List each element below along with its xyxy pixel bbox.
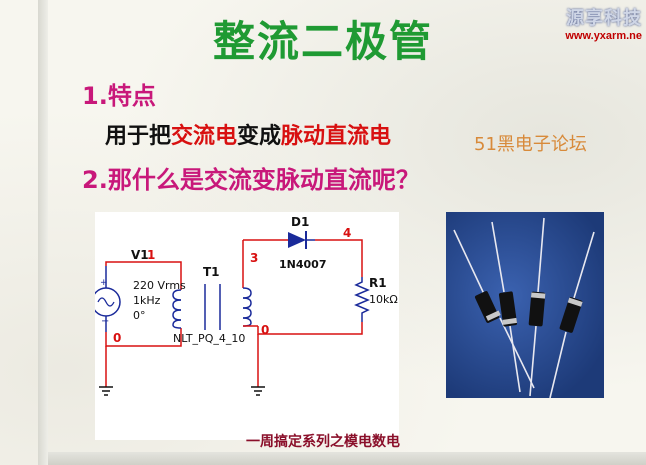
- resistor-value: 10kΩ: [369, 293, 398, 306]
- source-voltage: 220 Vrms: [133, 279, 186, 292]
- transformer-label: T1: [203, 265, 220, 279]
- desc-part-ac: 交流电: [171, 124, 238, 149]
- desc-part-3: 变成: [237, 124, 282, 149]
- circuit-svg: + − V1 1 220 Vrms 1kHz 0°: [91, 215, 398, 396]
- source-label: V1: [131, 248, 149, 262]
- circuit-wires: [105, 239, 363, 387]
- node-4-label: 4: [343, 226, 351, 240]
- source-phase: 0°: [133, 309, 146, 322]
- diode-label: D1: [291, 215, 309, 229]
- node-0-left-label: 0: [113, 331, 121, 345]
- wire-diode-to-resistor: [315, 239, 363, 277]
- forum-watermark: 51黑电子论坛: [474, 134, 587, 155]
- brand-logo-name: 源享科技: [566, 8, 642, 29]
- section1-description: 用于把交流电变成脉动直流电: [105, 118, 391, 150]
- resistor-label: R1: [369, 276, 387, 290]
- diode-model: 1N4007: [279, 258, 326, 271]
- brand-logo-url: www.yxarm.ne: [565, 30, 642, 42]
- slide-left-bar: [38, 0, 48, 465]
- ac-source: + −: [91, 266, 121, 332]
- resistor-symbol: [354, 277, 370, 322]
- transformer-model: NLT_PQ_4_10: [173, 332, 245, 345]
- svg-text:−: −: [101, 316, 109, 327]
- node-0-right-label: 0: [261, 323, 269, 337]
- desc-part-1: 用于把: [105, 124, 172, 149]
- section1-heading: 1.特点: [82, 82, 156, 110]
- node-3-label: 3: [250, 251, 258, 265]
- wire-source-bottom: [105, 328, 182, 347]
- transformer: [172, 284, 258, 330]
- section2-heading: 2.那什么是交流变脉动直流呢？: [82, 166, 420, 194]
- diode-symbol: [288, 231, 315, 249]
- wire-source-top: [105, 261, 182, 290]
- wire-resistor-return: [257, 322, 363, 335]
- desc-part-pulsed-dc: 脉动直流电: [281, 124, 392, 149]
- slide-footer: 一周搞定系列之模电数电: [246, 434, 400, 450]
- ground-right: [251, 386, 265, 396]
- ground-left: [99, 386, 113, 396]
- diode-bodies: [474, 291, 583, 333]
- rectifier-circuit-diagram: + − V1 1 220 Vrms 1kHz 0°: [91, 212, 399, 440]
- node-1-label: 1: [147, 248, 155, 262]
- slide-bottom-bar: [48, 452, 646, 465]
- slide-title: 整流二极管: [212, 17, 433, 66]
- diode-photo: [446, 212, 604, 399]
- brand-logo: 源享科技 www.yxarm.ne: [565, 4, 642, 42]
- diode-photo-svg: [453, 217, 595, 399]
- svg-text:+: +: [100, 278, 108, 288]
- source-frequency: 1kHz: [133, 294, 161, 307]
